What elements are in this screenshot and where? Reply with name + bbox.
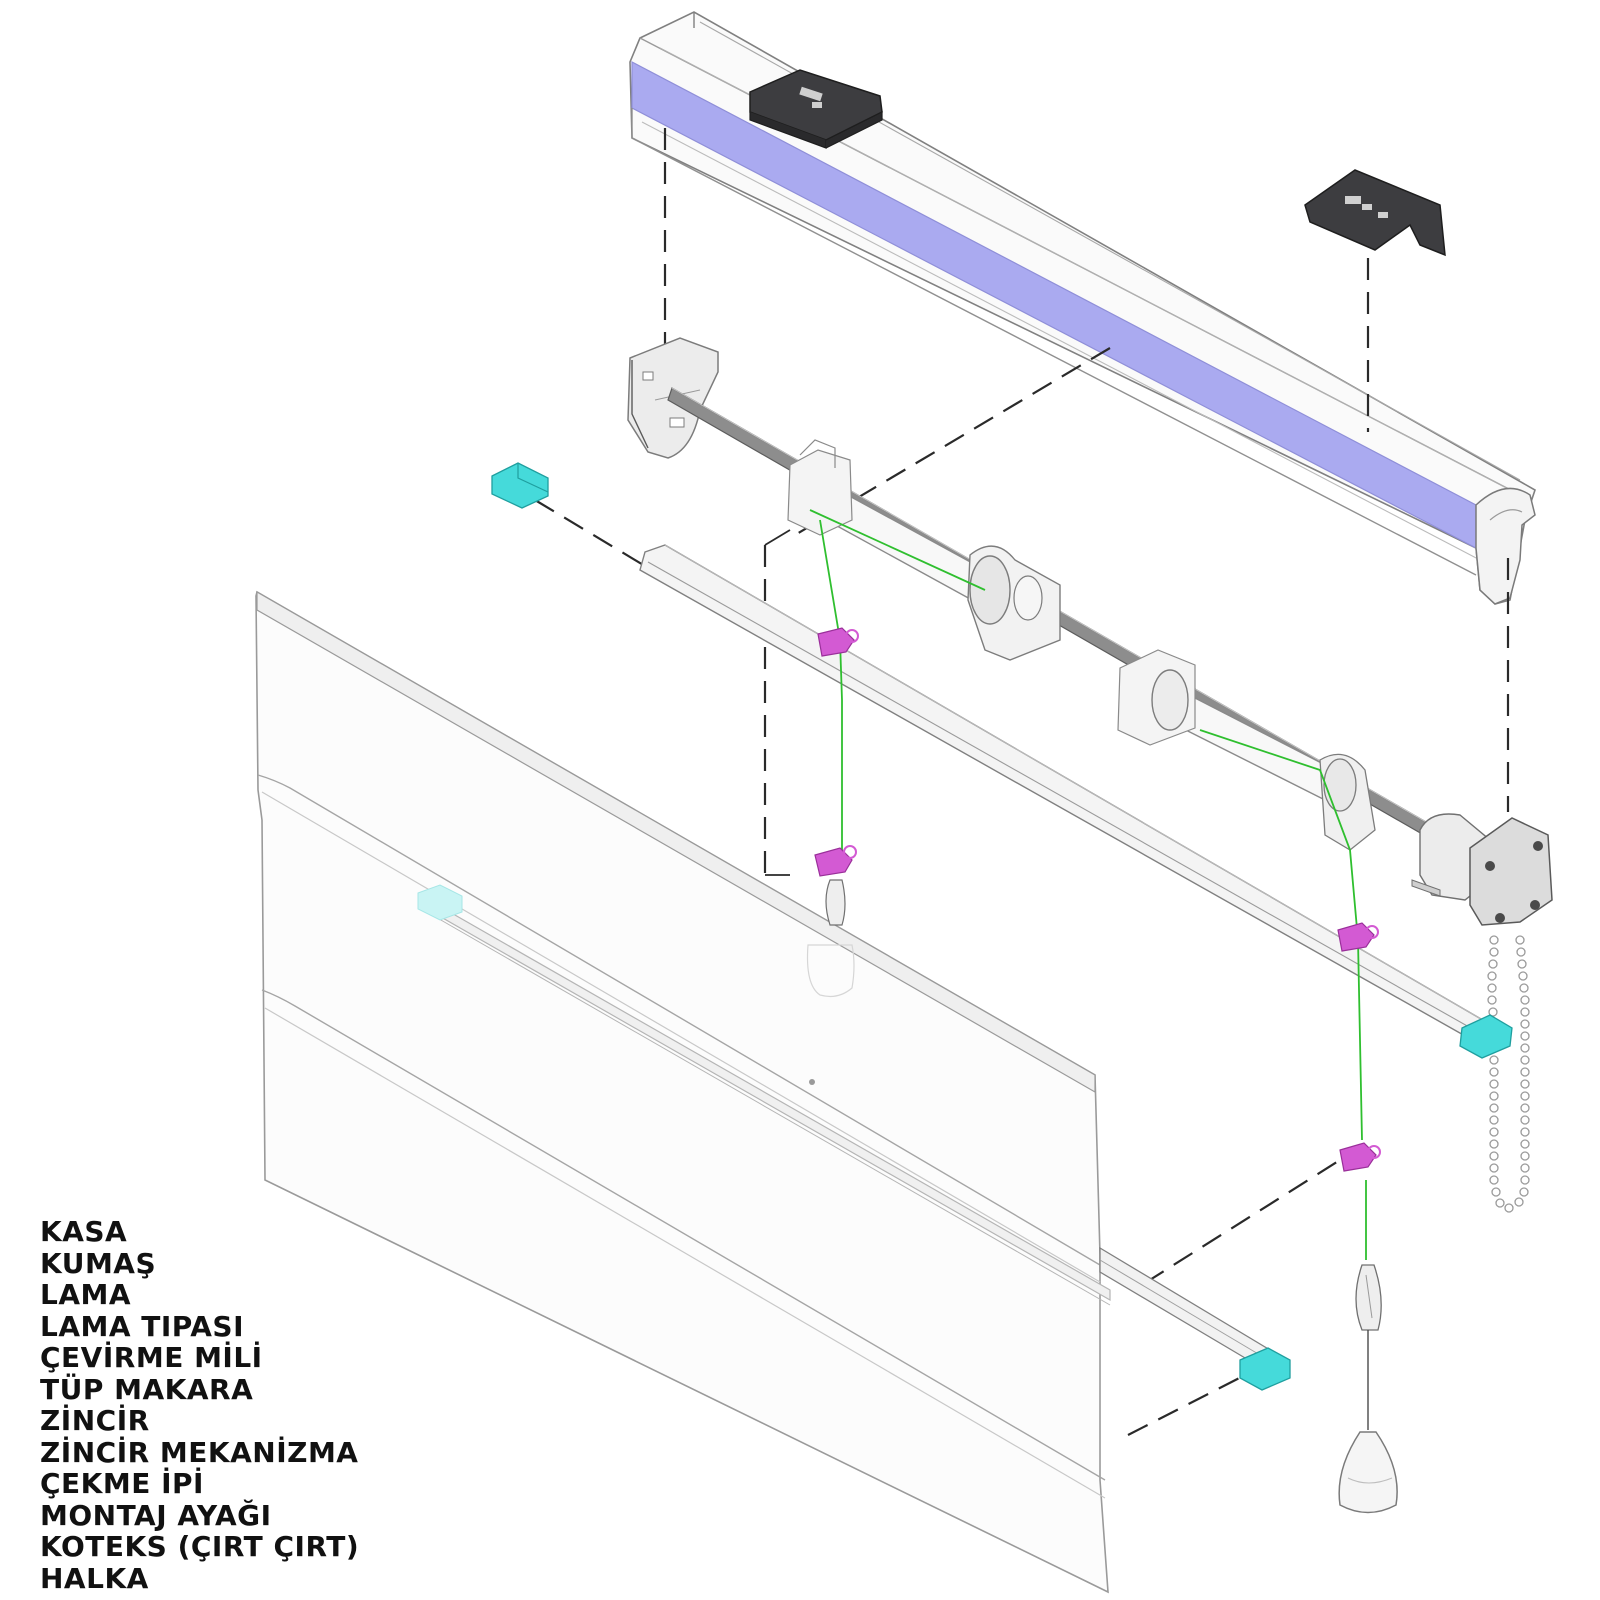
embedded-batten [417, 884, 1111, 1306]
component-legend: KASA KUMAŞ LAMA LAMA TIPASI ÇEVİRME MİLİ… [40, 1216, 359, 1594]
cord-weight-icon [825, 879, 1398, 1514]
fabric-panel [255, 590, 1111, 1594]
legend-item-cekme-ipi: ÇEKME İPİ [40, 1467, 204, 1500]
fabric-top-hem [256, 590, 1096, 1094]
bead-chain-icon [1487, 935, 1530, 1213]
chain-drive-icon [1411, 813, 1553, 926]
end-cap-icon [1459, 1014, 1513, 1059]
cord-ring-icon [817, 627, 859, 657]
batten-rod-icon [1099, 1246, 1271, 1369]
assembly-guides [534, 128, 1510, 1436]
bracket-clip-icon [749, 69, 883, 149]
legend-item-zincir: ZİNCİR [40, 1404, 150, 1437]
headrail-end-profile [1475, 487, 1536, 605]
legend-item-kumas: KUMAŞ [40, 1246, 157, 1280]
assembly-guides-solid [764, 529, 791, 876]
valance-strip [631, 61, 1477, 549]
embedded-end-cap [417, 884, 463, 921]
bracket-clip-icon [1304, 169, 1446, 257]
spool-tube-icon [787, 439, 1376, 851]
cord-weight-ghost [806, 944, 855, 998]
headrail [629, 11, 1536, 605]
fabric-fold-shadow [261, 791, 1101, 1283]
cord-ring-icon [1337, 922, 1379, 952]
end-cap-icon [491, 462, 549, 509]
legend-item-zincir-mekanizma: ZİNCİR MEKANİZMA [40, 1435, 359, 1469]
legend-item-halka: HALKA [40, 1561, 149, 1595]
fabric-fold [257, 774, 1101, 1266]
legend-item-koteks: KOTEKS (ÇIRT ÇIRT) [40, 1530, 360, 1563]
cord-ring-icon [1339, 1142, 1381, 1172]
stray-mark [809, 1079, 815, 1085]
legend-item-lama-tipasi: LAMA TIPASI [40, 1309, 245, 1343]
pull-cord-lines [809, 509, 1363, 1141]
legend-item-tup-makara: TÜP MAKARA [40, 1372, 254, 1406]
fabric-fold [261, 989, 1106, 1481]
legend-item-kasa: KASA [40, 1215, 128, 1248]
end-cap-icon [1239, 1347, 1291, 1391]
legend-item-cevirme-mili: ÇEVİRME MİLİ [40, 1341, 263, 1374]
legend-item-lama: LAMA [40, 1278, 132, 1311]
fabric-fold-shadow [264, 1007, 1106, 1499]
fabric-body [255, 590, 1109, 1594]
legend-item-montaj-ayagi: MONTAJ AYAĞI [40, 1498, 272, 1532]
cord-ring-icon [814, 845, 857, 877]
